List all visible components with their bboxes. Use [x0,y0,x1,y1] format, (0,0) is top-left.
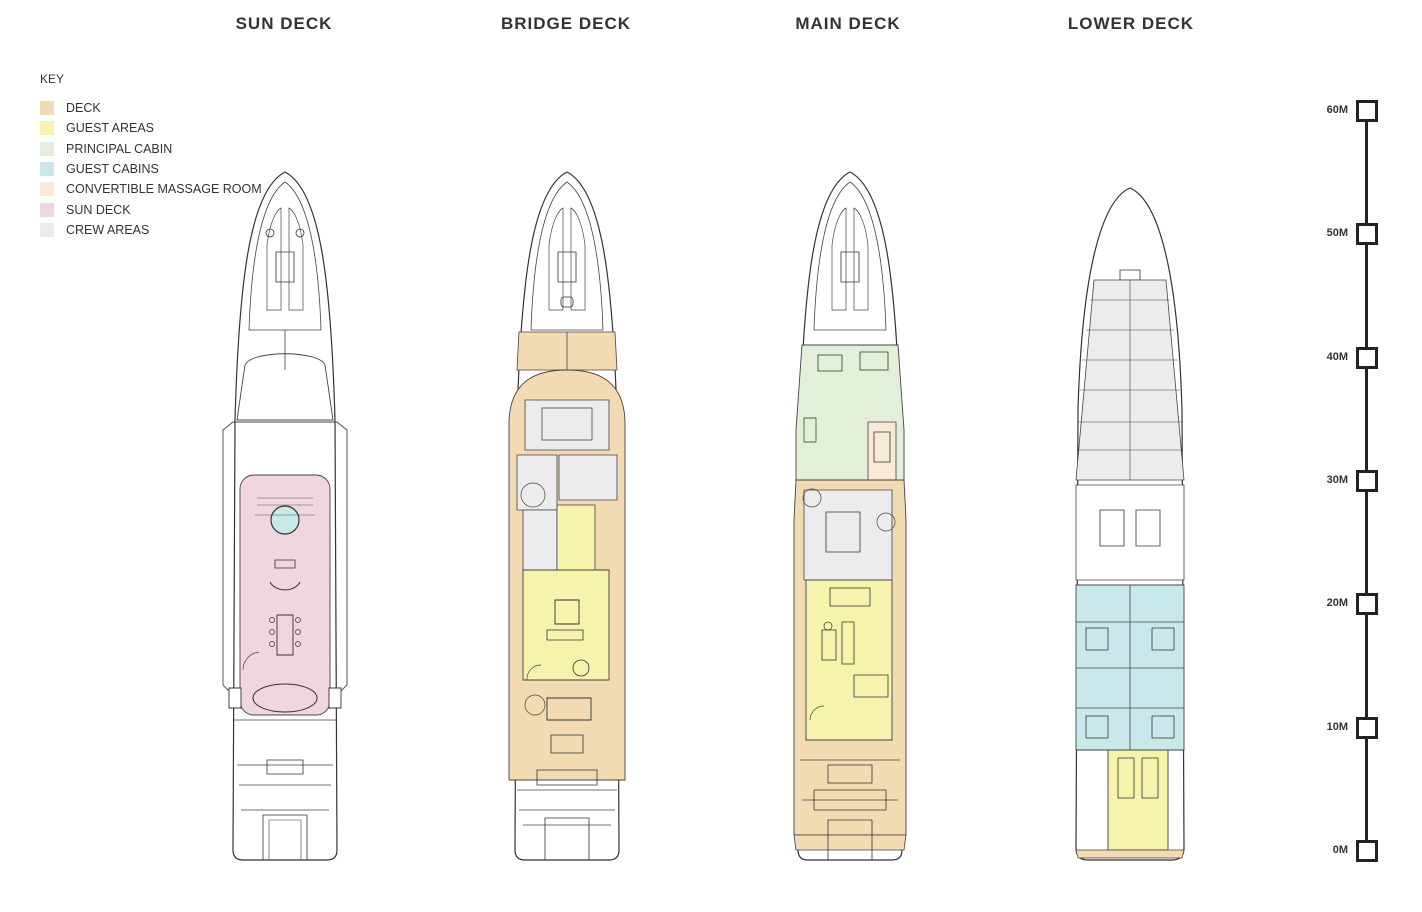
sun-deck-title: SUN DECK [235,14,333,33]
key-label-guest-cabins: GUEST CABINS [66,162,159,177]
scale-mark-20m [1356,593,1378,615]
key-item-crew-areas: CREW AREAS [40,220,262,240]
key-item-sun-deck: SUN DECK [40,199,262,219]
key-label-crew-areas: CREW AREAS [66,222,150,237]
key-label-deck: DECK [66,101,101,116]
scale-mark-40m [1356,347,1378,369]
scale-mark-10m [1356,717,1378,739]
key-swatch-massage-room [40,182,54,197]
scale-mark-50m [1356,223,1378,245]
key-swatch-guest-cabins [40,162,54,177]
scale-mark-60m [1356,100,1378,122]
scale-label-0m: 0M [1332,844,1348,856]
scale-label-50m: 50M [1326,227,1348,239]
bridge-deck-title: BRIDGE DECK [500,14,631,33]
key-item-massage-room: CONVERTIBLE MASSAGE ROOM [40,179,262,199]
key-title: KEY [40,72,65,86]
main-deck-plan [780,160,920,870]
scale-label-10m: 10M [1326,721,1348,733]
key-label-guest-areas: GUEST AREAS [66,121,154,136]
key-swatch-guest-areas [40,121,54,136]
scale-mark-0m [1356,840,1378,862]
scale-label-20m: 20M [1326,597,1348,609]
key-swatch-crew-areas [40,222,54,237]
key-label-sun-deck: SUN DECK [66,202,131,217]
key-label-principal-cabin: PRINCIPAL CABIN [66,141,173,156]
scale-label-60m: 60M [1326,104,1348,116]
key-swatch-deck [40,101,54,116]
main-deck-title: MAIN DECK [795,14,901,33]
scale-label-40m: 40M [1326,351,1348,363]
key-item-guest-cabins: GUEST CABINS [40,159,262,179]
scale-mark-30m [1356,470,1378,492]
key-item-guest-areas: GUEST AREAS [40,118,262,138]
key-swatch-principal-cabin [40,141,54,156]
lower-deck-plan [1060,160,1200,870]
sun-deck-plan [215,160,355,870]
length-scale: 60M 50M 40M 30M 20M 10M 0M [1300,96,1400,866]
key-label-massage-room: CONVERTIBLE MASSAGE ROOM [66,182,262,197]
bridge-deck-plan [497,160,637,870]
lower-deck-title: LOWER DECK [1067,14,1195,33]
key-item-principal-cabin: PRINCIPAL CABIN [40,139,262,159]
color-key-legend: KEY DECK GUEST AREAS PRINCIPAL CABIN GUE… [40,72,262,240]
key-swatch-sun-deck [40,202,54,217]
key-item-deck: DECK [40,98,262,118]
scale-label-30m: 30M [1326,474,1348,486]
